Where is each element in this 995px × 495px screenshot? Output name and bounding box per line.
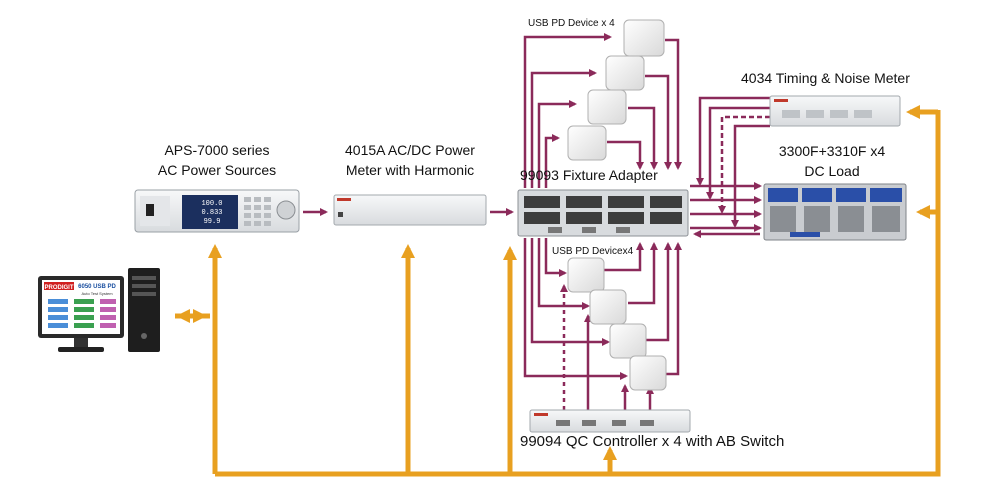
usb-pd-device [623, 19, 665, 57]
usb-pd-device [605, 55, 645, 91]
monitor-logo-badge [44, 282, 74, 290]
aps-knob [276, 200, 296, 220]
monitor-subtitle: Auto Test System [81, 291, 113, 296]
aps-label-line1: APS-7000 series [164, 142, 270, 158]
aps-7000-ac-source: 100.0 0.833 99.9 [134, 189, 300, 233]
usb-pd-device [567, 257, 605, 293]
control-bus [175, 105, 941, 477]
monitor-logo: PRODIGIT [44, 285, 73, 291]
dc-load-3300f [763, 183, 907, 241]
usb-pd-devices-top [567, 19, 665, 161]
aps-label-line2: AC Power Sources [157, 162, 277, 178]
pc-tower [128, 268, 160, 352]
monitor-stand [58, 347, 104, 352]
bus-main-line [215, 110, 941, 477]
power-switch-icon [146, 204, 154, 216]
usb-pd-device [567, 125, 607, 161]
usb-pd-device [587, 89, 627, 125]
fixture-label: 99093 Fixture Adapter [520, 167, 658, 183]
power-meter-4015a [333, 194, 487, 226]
dc-load-label-line2: DC Load [804, 163, 860, 179]
aps-readout-3: 99.9 [204, 218, 221, 226]
signal-lines [303, 33, 770, 410]
aps-keypad [244, 197, 271, 226]
aps-readout-1: 100.0 [201, 200, 222, 208]
power-meter-label-line2: Meter with Harmonic [345, 162, 475, 178]
pc-workstation: PRODIGIT 6050 USB PD Auto Test System [38, 268, 160, 352]
aps-display [182, 195, 238, 229]
monitor-menu-buttons [48, 299, 116, 328]
power-meter-label-line1: 4015A AC/DC Power [345, 142, 475, 158]
usb-pd-device [609, 323, 647, 359]
dc-load-label-line1: 3300F+3310F x4 [778, 143, 886, 159]
usb-top-label: USB PD Device x 4 [528, 18, 615, 29]
dc-load-displays [768, 188, 902, 202]
qc-controller-99094 [529, 409, 691, 433]
qc-controller-label: 99094 QC Controller x 4 with AB Switch [520, 433, 785, 450]
aps-readout-2: 0.833 [201, 209, 222, 217]
usb-pd-device [629, 355, 667, 391]
usb-pd-device [589, 289, 627, 325]
fixture-connectors [524, 196, 682, 224]
timing-noise-meter-4034 [769, 95, 901, 127]
usb-pd-devices-bottom [567, 257, 667, 391]
fixture-adapter-99093 [517, 189, 689, 237]
usb-bottom-label: USB PD Devicex4 [552, 246, 634, 257]
monitor-neck [74, 338, 88, 348]
timing-meter-label: 4034 Timing & Noise Meter [741, 70, 910, 86]
monitor-title: 6050 USB PD [78, 284, 116, 290]
